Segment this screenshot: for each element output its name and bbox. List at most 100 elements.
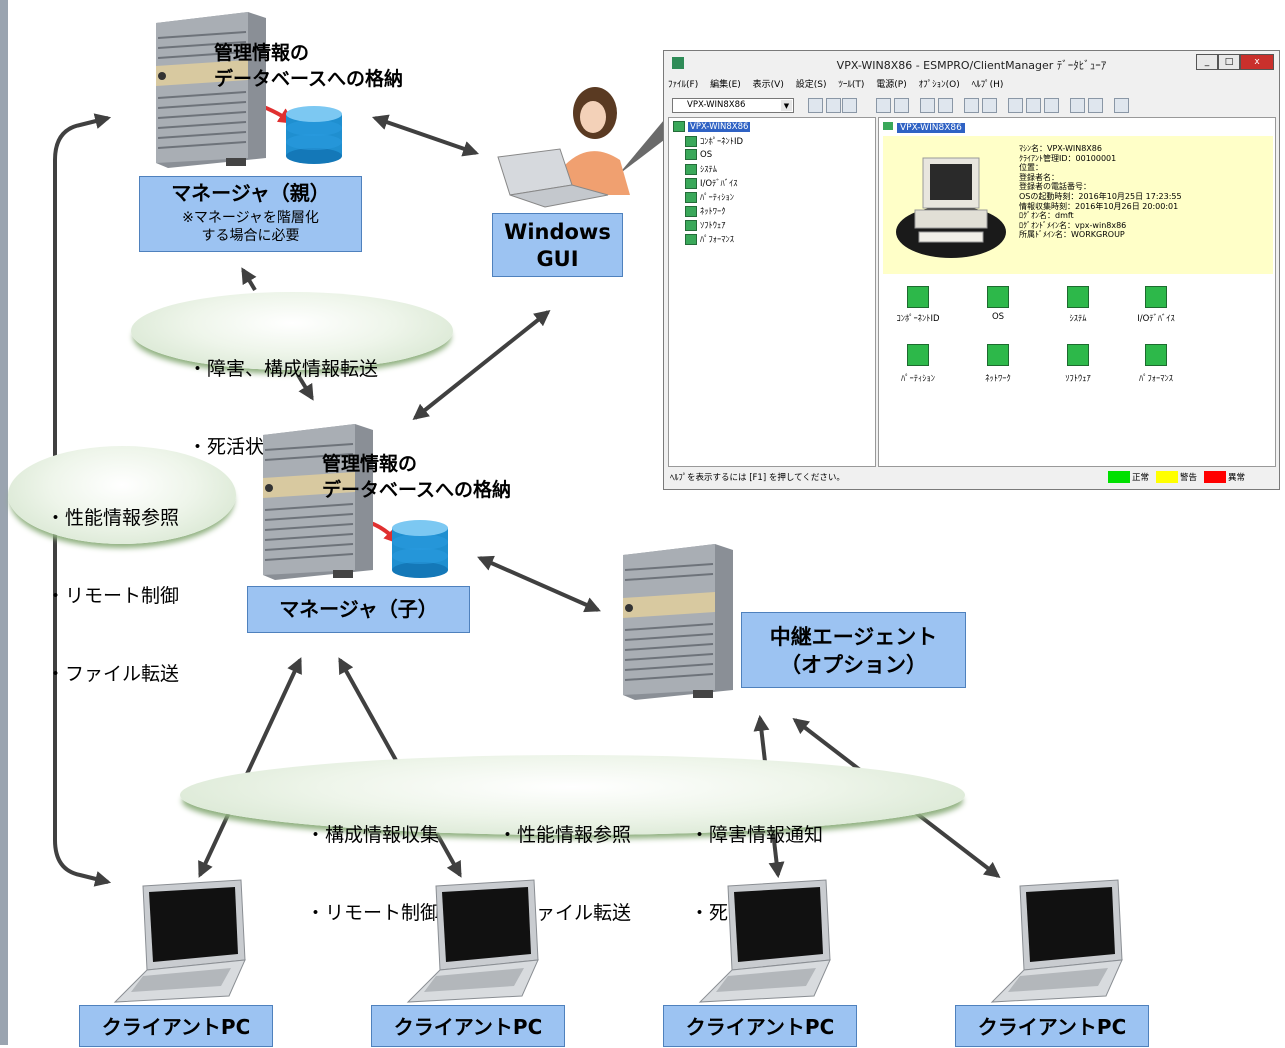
server-child-icon xyxy=(263,424,373,580)
left-edge-bar xyxy=(0,0,8,1045)
ellipse-left-text: ・性能情報参照 ・リモート制御 ・ファイル転送 xyxy=(46,507,180,685)
network-icon[interactable] xyxy=(987,344,1009,366)
system-icon xyxy=(685,164,697,175)
manager-parent-label: マネージャ（親） ※マネージャを階層化 する場合に必要 xyxy=(139,176,362,252)
tree-root[interactable]: VPX-WIN8X86 xyxy=(673,121,751,132)
ellipse-left-flows xyxy=(8,446,236,544)
toolbar-button-4[interactable] xyxy=(876,98,891,113)
client-pc-label-1: クライアントPC xyxy=(79,1005,273,1047)
toolbar-button-11[interactable] xyxy=(1026,98,1041,113)
toolbar-button-12[interactable] xyxy=(1044,98,1059,113)
app-icon xyxy=(672,57,684,69)
toolbar-button-3[interactable] xyxy=(842,98,857,113)
client-pc-label-4: クライアントPC xyxy=(955,1005,1149,1047)
window-titlebar: VPX-WIN8X86 - ESMPRO/ClientManager ﾃﾞｰﾀﾋ… xyxy=(664,51,1279,77)
arrow-child-client1 xyxy=(198,657,302,878)
tree-item-network[interactable]: ﾈｯﾄﾜｰｸ xyxy=(685,205,726,217)
arrow-ellipse-child xyxy=(296,373,314,401)
minimize-button[interactable]: _ xyxy=(1196,54,1218,70)
grid-label-os: OS xyxy=(991,312,1005,322)
menu-view[interactable]: 表示(V) xyxy=(752,80,784,90)
component-id-icon[interactable] xyxy=(907,286,929,308)
database-child-icon xyxy=(392,520,448,578)
client-pc-label-2: クライアントPC xyxy=(371,1005,565,1047)
toolbar-button-14[interactable] xyxy=(1088,98,1103,113)
detail-header: VPX-WIN8X86 xyxy=(879,118,1275,134)
detail-pane: VPX-WIN8X86 ﾏｼﾝ名：VPX-WIN8X86 ｸﾗｲｱﾝﾄ管理ID：… xyxy=(878,117,1276,467)
close-button[interactable]: x xyxy=(1240,54,1274,70)
machine-combobox[interactable]: VPX-WIN8X86 ▼ xyxy=(672,98,794,113)
toolbar-button-7[interactable] xyxy=(938,98,953,113)
menu-edit[interactable]: 編集(E) xyxy=(710,80,741,90)
partition-icon xyxy=(685,192,697,203)
arrow-gui-child xyxy=(412,310,551,420)
menu-settings[interactable]: 設定(S) xyxy=(795,80,827,90)
menu-bar: ﾌｧｲﾙ(F) 編集(E) 表示(V) 設定(S) ﾂｰﾙ(T) 電源(P) ｵ… xyxy=(668,77,1012,93)
tree-item-io-device[interactable]: I/Oﾃﾞﾊﾞｲｽ xyxy=(685,177,738,189)
tree-item-performance[interactable]: ﾊﾟﾌｫｰﾏﾝｽ xyxy=(685,233,734,245)
legend-swatch-warning xyxy=(1156,471,1178,483)
ellipse-bottom-col1: ・構成情報収集 ・リモート制御 xyxy=(306,824,440,924)
client-laptop-icon-2 xyxy=(406,879,539,1003)
toolbar-button-10[interactable] xyxy=(1008,98,1023,113)
server-relay-icon xyxy=(623,544,733,700)
relay-agent-label: 中継エージェント （オプション） xyxy=(741,612,966,688)
toolbar: VPX-WIN8X86 ▼ xyxy=(668,95,1268,117)
arrow-child-relay xyxy=(477,555,601,613)
toolbar-button-9[interactable] xyxy=(982,98,997,113)
toolbar-button-2[interactable] xyxy=(826,98,841,113)
tree-item-os[interactable]: OS xyxy=(685,149,712,160)
menu-options[interactable]: ｵﾌﾟｼｮﾝ(O) xyxy=(918,80,960,90)
window-title: VPX-WIN8X86 - ESMPRO/ClientManager ﾃﾞｰﾀﾋ… xyxy=(836,59,1107,72)
maximize-button[interactable]: □ xyxy=(1218,54,1240,70)
legend-label-warning: 警告 xyxy=(1180,473,1198,483)
manager-child-label: マネージャ（子） xyxy=(247,586,470,633)
arrow-parent-ellipse xyxy=(241,267,257,292)
io-device-icon xyxy=(685,178,697,189)
system-icon[interactable] xyxy=(1067,286,1089,308)
arrow-parent-gui xyxy=(371,114,480,157)
toolbar-button-1[interactable] xyxy=(808,98,823,113)
partition-icon[interactable] xyxy=(907,344,929,366)
io-device-icon[interactable] xyxy=(1145,286,1167,308)
software-icon xyxy=(685,220,697,231)
ellipse-parent-child-text: ・障害、構成情報転送 ・死活状態 xyxy=(188,358,379,458)
menu-power[interactable]: 電源(P) xyxy=(876,80,907,90)
server-parent-icon xyxy=(156,12,266,168)
print-icon[interactable] xyxy=(920,98,935,113)
client-laptop-icon-4 xyxy=(990,879,1123,1003)
toolbar-button-8[interactable] xyxy=(964,98,979,113)
menu-tools[interactable]: ﾂｰﾙ(T) xyxy=(838,80,865,90)
db-caption-parent: 管理情報の データベースへの格納 xyxy=(214,42,404,90)
db-caption-child: 管理情報の データベースへの格納 xyxy=(322,453,512,501)
software-icon[interactable] xyxy=(1067,344,1089,366)
machine-info-text: ﾏｼﾝ名：VPX-WIN8X86 ｸﾗｲｱﾝﾄ管理ID：00100001 位置：… xyxy=(1019,144,1182,240)
grid-label-network: ﾈｯﾄﾜｰｸ xyxy=(985,374,1011,384)
help-icon[interactable] xyxy=(1114,98,1129,113)
tree-item-component-id[interactable]: ｺﾝﾎﾟｰﾈﾝﾄID xyxy=(685,135,743,147)
menu-file[interactable]: ﾌｧｲﾙ(F) xyxy=(668,80,699,90)
grid-label-performance: ﾊﾟﾌｫｰﾏﾝｽ xyxy=(1138,374,1173,384)
tree-item-system[interactable]: ｼｽﾃﾑ xyxy=(685,163,717,175)
database-parent-icon xyxy=(286,106,342,164)
tree-item-software[interactable]: ｿﾌﾄｳｪｱ xyxy=(685,219,726,231)
grid-label-component-id: ｺﾝﾎﾟｰﾈﾝﾄID xyxy=(896,314,940,324)
client-pc-label-3: クライアントPC xyxy=(663,1005,857,1047)
performance-icon[interactable] xyxy=(1145,344,1167,366)
tree-item-partition[interactable]: ﾊﾟｰﾃｨｼｮﾝ xyxy=(685,191,734,203)
toolbar-button-5[interactable] xyxy=(894,98,909,113)
os-icon[interactable] xyxy=(987,286,1009,308)
chevron-down-icon: ▼ xyxy=(781,100,792,111)
callout-pointer xyxy=(618,120,664,175)
grid-label-software: ｿﾌﾄｳｪｱ xyxy=(1065,374,1091,384)
performance-icon xyxy=(685,234,697,245)
legend-label-error: 異常 xyxy=(1228,473,1246,483)
toolbar-button-13[interactable] xyxy=(1070,98,1085,113)
client-laptop-icon-3 xyxy=(698,879,831,1003)
client-laptop-icon-1 xyxy=(113,879,246,1003)
windows-gui-label: Windows GUI xyxy=(492,213,623,277)
operator-person-icon xyxy=(497,87,630,208)
ellipse-parent-child-flows xyxy=(131,292,453,370)
grid-label-system: ｼｽﾃﾑ xyxy=(1069,314,1087,324)
menu-help[interactable]: ﾍﾙﾌﾟ(H) xyxy=(971,80,1004,90)
